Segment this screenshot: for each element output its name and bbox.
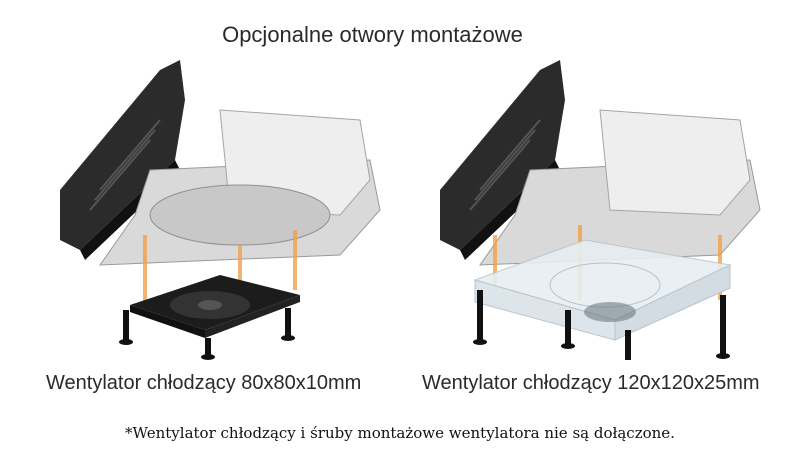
screws xyxy=(473,290,730,360)
screws xyxy=(119,308,295,360)
large-fan-diagram xyxy=(440,60,761,360)
small-fan-diagram xyxy=(60,60,381,360)
bracket-plate xyxy=(440,60,565,250)
right-caption: Wentylator chłodzący 120x120x25mm xyxy=(422,372,760,394)
bracket-plate xyxy=(60,60,185,250)
bracket-with-small-fan-illustration xyxy=(40,40,400,360)
bracket-with-large-fan-illustration xyxy=(420,40,780,360)
left-caption: Wentylator chłodzący 80x80x10mm xyxy=(46,372,362,394)
footnote: *Wentylator chłodzący i śruby montażowe … xyxy=(125,424,675,442)
page-title: Opcjonalne otwory montażowe xyxy=(222,22,523,47)
